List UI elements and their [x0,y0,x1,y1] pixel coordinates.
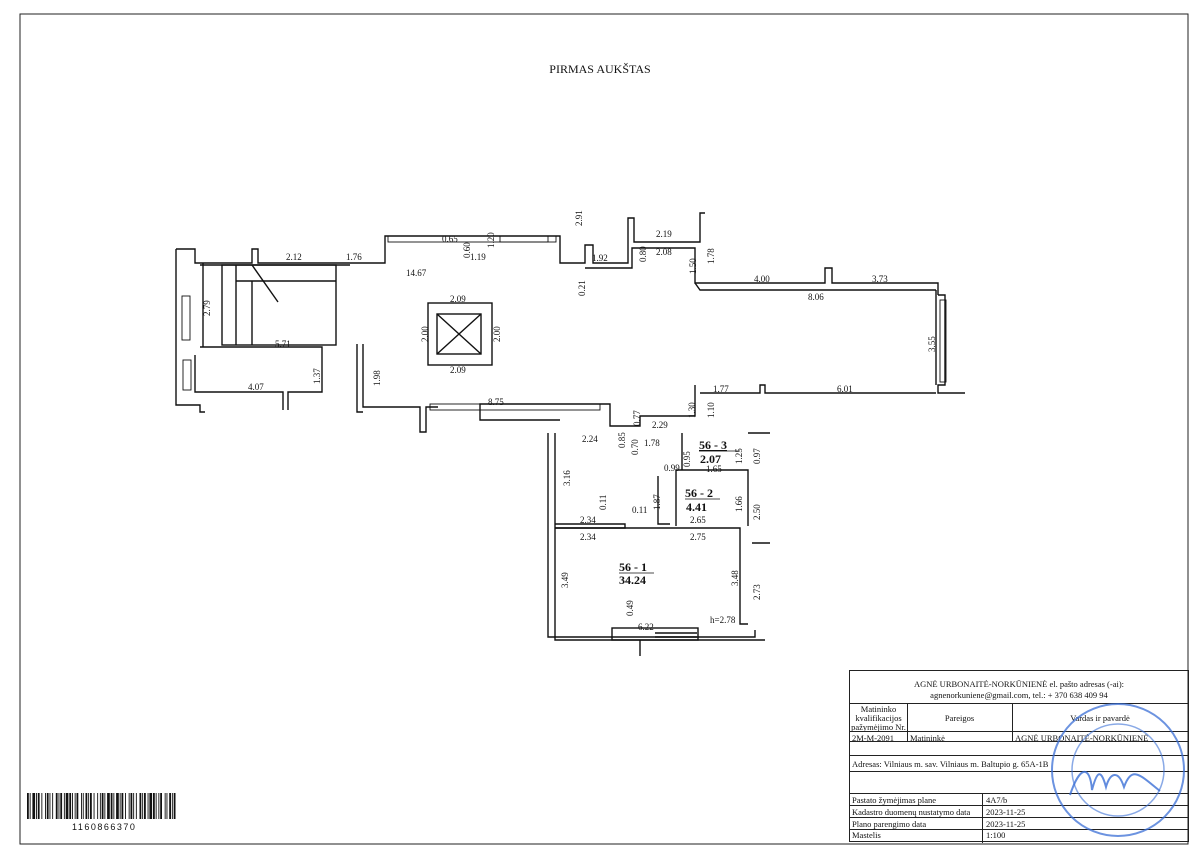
dimension-label: 2.34 [580,532,596,542]
dimension-label: 2.24 [582,434,598,444]
dimension-label: 1.19 [470,252,486,262]
dimension-label: 2.00 [492,326,502,342]
dimension-label: 0.77 [632,410,642,426]
dimension-label: 1.37 [312,368,322,384]
sheet-frame [19,13,1189,845]
dimension-label: 4.07 [248,382,264,392]
plan-title: PIRMAS AUKŠTAS [549,62,650,76]
dimension-label: 8.75 [488,397,504,407]
dimension-label: 2.12 [286,252,302,262]
dimension-label: 4.00 [754,274,770,284]
dimension-label: 1.87 [652,494,662,510]
room-area-56-3: 2.07 [700,452,721,466]
dimension-label: 1.50 [688,258,698,274]
col-cert-header: Matininko kvalifikacijos pažymėjimo Nr. [851,705,906,732]
cert-number: 2M-M-2091 [852,733,895,743]
dimension-label: 0.60 [462,242,472,258]
dimension-label: 2.19 [656,229,672,239]
dimension-label: 8.06 [808,292,824,302]
dimension-label: 0.97 [752,448,762,464]
room-area-56-2: 4.41 [686,500,707,514]
ceiling-height-note: h=2.78 [710,615,736,625]
room-area-56-1: 34.24 [619,573,646,587]
room-id-56-2: 56 - 2 [685,486,713,500]
dimension-label: 0.11 [598,495,608,510]
dimension-label: 5.71 [275,339,291,349]
row-value: 1:100 [986,830,1006,840]
dimension-label: 0.95 [682,451,692,467]
dimension-label: 2.75 [690,532,706,542]
dimension-label: 0.21 [577,280,587,296]
row-value: 2023-11-25 [986,819,1026,829]
dimension-label: 14.67 [406,268,427,278]
dimension-label: 2.73 [752,584,762,600]
dimension-label: 3.73 [872,274,888,284]
dimension-label: 3.49 [560,572,570,588]
col-position-header: Pareigos [944,713,975,723]
signature-mark [1069,770,1161,796]
surveyor-name: AGNĖ URBONAITĖ-NORKŪNIENĖ [1015,733,1149,743]
author-line: AGNĖ URBONAITĖ-NORKŪNIENĖ el. pašto adre… [913,679,1125,689]
dimension-label: 2.65 [690,515,706,525]
dimension-label: 3.48 [730,570,740,586]
barcode [27,793,176,819]
dimension-label: 0.80 [638,246,648,262]
address-line: Adresas: Vilniaus m. sav. Vilniaus m. Ba… [852,759,1049,769]
dimension-label: 0.99 [664,463,680,473]
dimension-label: 1.98 [372,370,382,386]
row-value: 2023-11-25 [986,807,1026,817]
dimension-label: 2.08 [656,247,672,257]
room-id-56-1: 56 - 1 [619,560,647,574]
dimension-label: 1.25 [734,448,744,464]
dimension-label: 2.09 [450,294,466,304]
dimension-label: 6.22 [638,622,654,632]
row-value: 4A7/b [986,795,1008,805]
dimension-labels: 2.12 1.76 0.65 0.60 1.20 1.19 14.67 2.91… [202,210,937,632]
surveyor-position: Matininkė [910,733,945,743]
dimension-label: 2.79 [202,300,212,316]
dimension-label: 0.65 [442,234,458,244]
barcode-number: 1160866370 [72,822,137,832]
col-name-header: Vardas ir pavardė [1070,713,1130,723]
row-label: Mastelis [852,830,881,840]
official-stamp-seal [1051,703,1185,837]
walls [175,212,965,656]
dimension-label: 1.10 [706,402,716,418]
dimension-label: 0.70 [630,439,640,455]
dimension-label: 2.34 [580,515,596,525]
room-id-56-3: 56 - 3 [699,438,727,452]
row-label: Plano parengimo data [852,819,927,829]
windows [181,235,947,411]
dimension-label: 1.76 [346,252,362,262]
dimension-label: 1.78 [706,248,716,264]
dimension-label: 2.00 [420,326,430,342]
room-labels: 56 - 3 2.07 56 - 2 4.41 56 - 1 34.24 h=2… [619,438,740,625]
contact-line: agnenorkuniene@gmail.com, tel.: + 370 63… [930,690,1108,700]
dimension-label: 1.92 [592,253,608,263]
dimension-label: 0.85 [617,432,627,448]
dimension-label: 2.09 [450,365,466,375]
row-label: Kadastro duomenų nustatymo data [852,807,971,817]
dimension-label: 1.20 [486,232,496,248]
dimension-label: 3.16 [562,470,572,486]
row-label: Pastato žymėjimas plane [852,795,937,805]
dimension-label: 6.01 [837,384,853,394]
dimension-label: 1.30 [687,402,697,418]
dimension-label: 1.65 [706,464,722,474]
dimension-label: 1.78 [644,438,660,448]
dimension-label: 1.66 [734,496,744,512]
dimension-label: 2.29 [652,420,668,430]
dimension-label: 2.50 [752,504,762,520]
dimension-label: 2.91 [574,210,584,226]
title-block: AGNĖ URBONAITĖ-NORKŪNIENĖ el. pašto adre… [849,670,1189,843]
dimension-label: 3.55 [927,336,937,352]
dimension-label: 0.11 [632,505,647,515]
dimension-label: 1.77 [713,384,729,394]
dimension-label: 0.49 [625,600,635,616]
